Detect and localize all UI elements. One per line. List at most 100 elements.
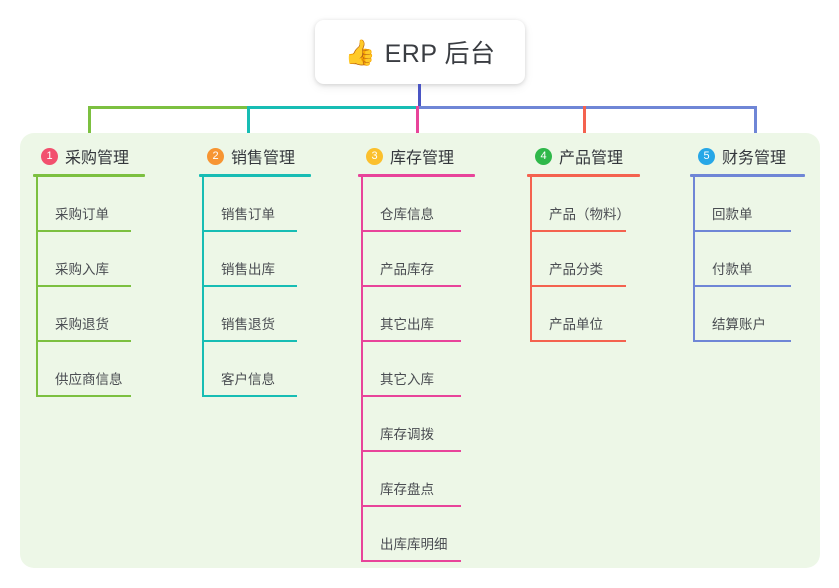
leaf-item-rule	[36, 230, 131, 232]
drop-product	[583, 106, 586, 142]
column-items-1: 采购订单采购入库采购退货供应商信息	[33, 177, 145, 397]
leaf-item[interactable]: 销售订单	[199, 177, 311, 232]
root-node-card[interactable]: 👍 ERP 后台	[315, 20, 525, 84]
leaf-item-rule	[36, 285, 131, 287]
leaf-item-label: 销售退货	[221, 317, 275, 332]
leaf-item-rule	[202, 395, 297, 397]
column-items-2: 销售订单销售出库销售退货客户信息	[199, 177, 311, 397]
leaf-item[interactable]: 出库库明细	[358, 507, 475, 562]
column-title-1: 采购管理	[65, 150, 130, 167]
leaf-item-rule	[530, 285, 626, 287]
drop-sales	[247, 106, 250, 142]
leaf-item[interactable]: 采购订单	[33, 177, 145, 232]
column-rule-3	[358, 174, 475, 177]
leaf-item-label: 回款单	[712, 207, 753, 222]
column-spine-4	[530, 177, 532, 342]
leaf-item[interactable]: 销售出库	[199, 232, 311, 287]
column-title-2: 销售管理	[231, 150, 296, 167]
column-items-5: 回款单付款单结算账户	[690, 177, 805, 342]
column-header-2[interactable]: 2 销售管理	[199, 145, 311, 167]
leaf-item-label: 产品库存	[380, 262, 434, 277]
column-spine-2	[202, 177, 204, 397]
column-badge-3: 3	[366, 147, 383, 165]
branch-panel	[20, 133, 820, 568]
column-title-4: 产品管理	[559, 150, 624, 167]
leaf-item[interactable]: 付款单	[690, 232, 805, 287]
leaf-item[interactable]: 产品单位	[527, 287, 640, 342]
leaf-item-label: 产品（物料）	[549, 207, 630, 222]
drop-finance	[754, 106, 757, 142]
leaf-item[interactable]: 其它入库	[358, 342, 475, 397]
leaf-item[interactable]: 产品库存	[358, 232, 475, 287]
leaf-item-label: 出库库明细	[380, 537, 448, 552]
leaf-item-rule	[361, 285, 461, 287]
column-badge-4: 4	[535, 147, 552, 165]
leaf-item[interactable]: 结算账户	[690, 287, 805, 342]
leaf-item-label: 其它出库	[380, 317, 434, 332]
leaf-item-rule	[202, 230, 297, 232]
leaf-item-label: 库存盘点	[380, 482, 434, 497]
column-rule-4	[527, 174, 640, 177]
leaf-item[interactable]: 库存盘点	[358, 452, 475, 507]
column-5: 5 财务管理回款单付款单结算账户	[690, 145, 805, 342]
leaf-item[interactable]: 库存调拨	[358, 397, 475, 452]
column-badge-5: 5	[698, 147, 715, 165]
leaf-item-label: 付款单	[712, 262, 753, 277]
leaf-item[interactable]: 产品（物料）	[527, 177, 640, 232]
leaf-item-label: 客户信息	[221, 372, 275, 387]
column-rule-5	[690, 174, 805, 177]
leaf-item-rule	[361, 230, 461, 232]
column-header-3[interactable]: 3 库存管理	[358, 145, 475, 167]
leaf-item-rule	[361, 340, 461, 342]
page-title: ERP 后台	[384, 40, 496, 68]
column-items-4: 产品（物料） 产品分类产品单位	[527, 177, 640, 342]
column-badge-2: 2	[207, 147, 224, 165]
leaf-item-label: 其它入库	[380, 372, 434, 387]
leaf-item-label: 结算账户	[712, 317, 766, 332]
leaf-item-rule	[530, 230, 626, 232]
leaf-item-rule	[361, 560, 461, 562]
column-header-4[interactable]: 4 产品管理	[527, 145, 640, 167]
column-rule-2	[199, 174, 311, 177]
drop-stock	[416, 106, 419, 142]
column-header-5[interactable]: 5 财务管理	[690, 145, 805, 167]
column-2: 2 销售管理销售订单销售出库销售退货客户信息	[199, 145, 311, 397]
leaf-item[interactable]: 仓库信息	[358, 177, 475, 232]
leaf-item[interactable]: 其它出库	[358, 287, 475, 342]
leaf-item-label: 产品分类	[549, 262, 603, 277]
column-spine-3	[361, 177, 363, 562]
leaf-item[interactable]: 产品分类	[527, 232, 640, 287]
leaf-item-label: 采购订单	[55, 207, 109, 222]
leaf-item[interactable]: 客户信息	[199, 342, 311, 397]
bus-blue	[416, 106, 756, 109]
leaf-item-rule	[36, 340, 131, 342]
bus-teal	[247, 106, 417, 109]
leaf-item-rule	[530, 340, 626, 342]
leaf-item-label: 供应商信息	[55, 372, 123, 387]
leaf-item[interactable]: 销售退货	[199, 287, 311, 342]
leaf-item-rule	[693, 230, 791, 232]
column-title-3: 库存管理	[390, 150, 455, 167]
leaf-item-rule	[202, 340, 297, 342]
leaf-item-label: 销售订单	[221, 207, 275, 222]
column-rule-1	[33, 174, 145, 177]
leaf-item-rule	[693, 285, 791, 287]
leaf-item[interactable]: 采购入库	[33, 232, 145, 287]
leaf-item-rule	[693, 340, 791, 342]
leaf-item-label: 采购退货	[55, 317, 109, 332]
leaf-item[interactable]: 采购退货	[33, 287, 145, 342]
leaf-item[interactable]: 供应商信息	[33, 342, 145, 397]
leaf-item-rule	[361, 505, 461, 507]
leaf-item-rule	[361, 450, 461, 452]
leaf-item-label: 产品单位	[549, 317, 603, 332]
column-title-5: 财务管理	[722, 150, 787, 167]
leaf-item-label: 采购入库	[55, 262, 109, 277]
leaf-item-label: 仓库信息	[380, 207, 434, 222]
thumbs-up-icon: 👍	[344, 37, 376, 67]
column-3: 3 库存管理仓库信息产品库存其它出库其它入库库存调拨库存盘点出库库明细	[358, 145, 475, 562]
leaf-item[interactable]: 回款单	[690, 177, 805, 232]
leaf-item-rule	[36, 395, 131, 397]
leaf-item-rule	[202, 285, 297, 287]
